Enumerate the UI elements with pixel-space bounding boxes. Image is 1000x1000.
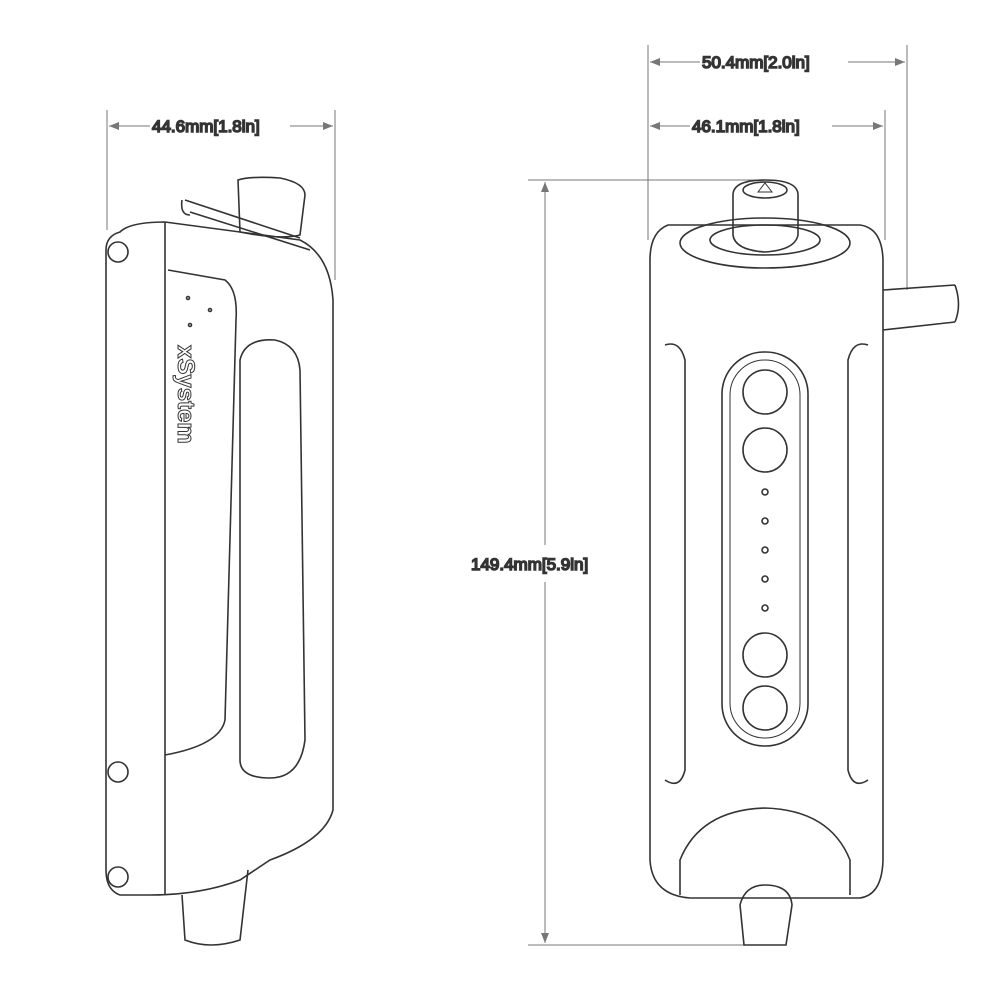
xsystem-logo: xSystem	[172, 345, 199, 444]
height-label: 149.4mm[5.9in]	[471, 555, 588, 574]
button-column	[742, 369, 788, 731]
front-view	[649, 179, 960, 946]
dimension-arrows	[109, 58, 905, 943]
overall-width-label: 50.4mm[2.0in]	[702, 53, 810, 72]
side-width-label: 44.6mm[1.8in]	[152, 117, 260, 136]
dimension-lines	[106, 45, 908, 946]
side-view: xSystem	[105, 176, 334, 946]
body-width-label: 46.1mm[1.8in]	[692, 117, 800, 136]
